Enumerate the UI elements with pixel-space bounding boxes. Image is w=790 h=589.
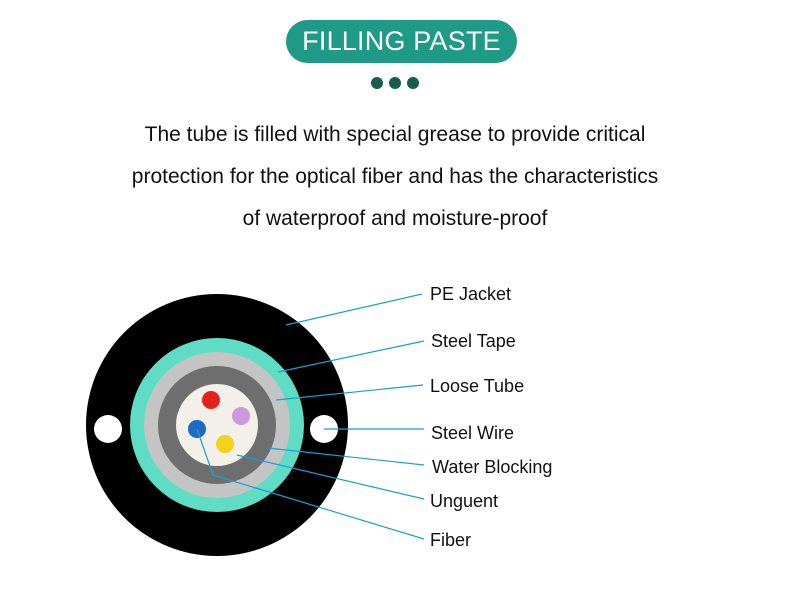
label-water-blocking: Water Blocking bbox=[432, 457, 553, 477]
description-line-3: of waterproof and moisture-proof bbox=[242, 207, 548, 230]
description-line-2: protection for the optical fiber and has… bbox=[131, 165, 659, 188]
section-title-badge: FILLING PASTE bbox=[286, 20, 517, 63]
dot-icon bbox=[407, 77, 419, 89]
leader-line-unguent bbox=[236, 454, 425, 500]
leader-line-fiber bbox=[196, 428, 425, 540]
description-line-1: The tube is filled with special grease t… bbox=[144, 123, 646, 146]
fiber-red bbox=[202, 391, 220, 409]
label-unguent: Unguent bbox=[430, 491, 499, 511]
label-steel-wire: Steel Wire bbox=[431, 423, 515, 443]
unguent bbox=[176, 384, 258, 466]
label-pe-jacket: PE Jacket bbox=[430, 284, 512, 304]
decorative-dots bbox=[371, 77, 419, 89]
leader-line-loose-tube bbox=[275, 384, 424, 401]
leader-line-water-blocking bbox=[267, 447, 425, 466]
label-loose-tube: Loose Tube bbox=[430, 376, 525, 396]
fiber-yellow bbox=[216, 435, 234, 453]
fiber-violet bbox=[232, 407, 250, 425]
dot-icon bbox=[389, 77, 401, 89]
leader-line-pe-jacket bbox=[285, 293, 423, 326]
description-text: The tube is filled with special grease t… bbox=[40, 114, 750, 240]
label-fiber: Fiber bbox=[430, 530, 472, 550]
label-steel-tape: Steel Tape bbox=[431, 331, 516, 351]
leader-line-steel-tape bbox=[277, 340, 425, 373]
steel-wire-left bbox=[94, 415, 122, 443]
dot-icon bbox=[371, 77, 383, 89]
